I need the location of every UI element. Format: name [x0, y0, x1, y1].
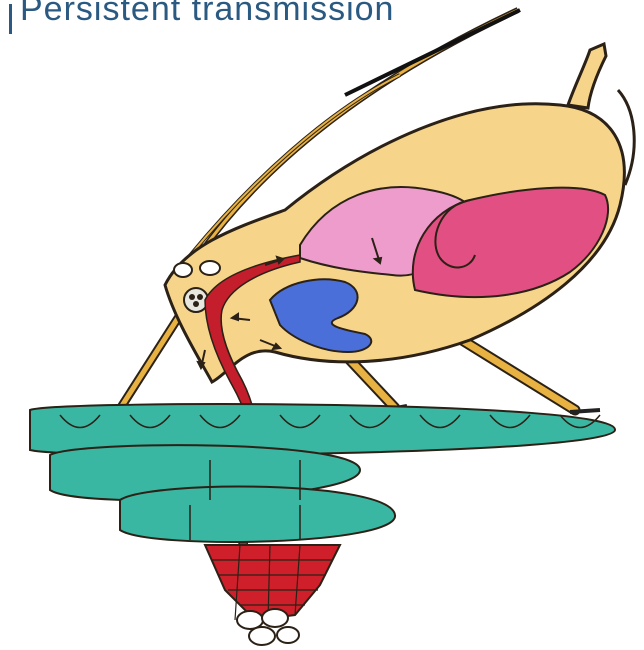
- phloem-bundle: [205, 545, 340, 645]
- leaf-epidermis: [30, 404, 615, 542]
